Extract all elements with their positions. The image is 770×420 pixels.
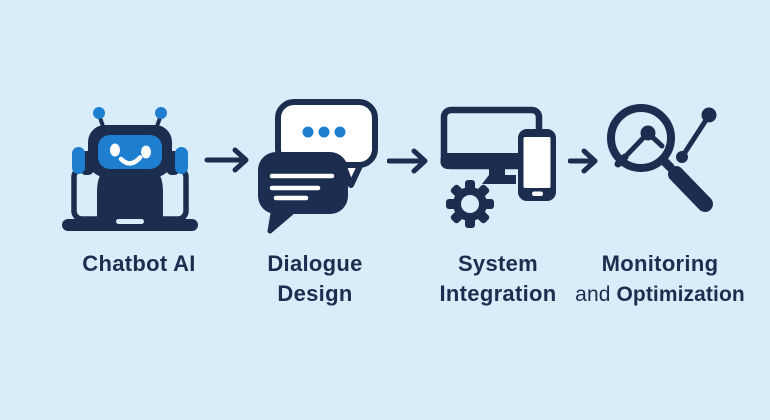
gear-icon (446, 180, 494, 228)
step-label-system-integration: System Integration (398, 249, 598, 309)
step-label-line2-prefix: and (575, 283, 617, 306)
step-label-dialogue-design: Dialogue Design (215, 249, 415, 309)
step-label-line: System (457, 251, 539, 276)
arrow-icon (204, 147, 249, 173)
magnifier-chart-icon (607, 104, 717, 212)
arrow-icon (568, 148, 598, 174)
step-label-monitoring-optimization: Monitoring and Optimization (558, 249, 762, 310)
step-label-line: Dialogue (267, 251, 363, 276)
robot-laptop-icon (62, 107, 198, 231)
step-label-line: and Optimization (558, 279, 762, 310)
speech-bubbles-icon (258, 99, 378, 234)
step-label-line: Design (277, 281, 353, 306)
step-label-line2-word: Optimization (616, 283, 745, 306)
step-label-chatbot-ai: Chatbot AI (39, 249, 239, 279)
arrow-icon (387, 148, 428, 174)
step-label-line: Chatbot AI (82, 251, 196, 276)
step-label-line: Monitoring (601, 251, 719, 276)
step-label-line: Integration (439, 281, 557, 306)
monitor-phone-gear-icon (440, 106, 556, 228)
